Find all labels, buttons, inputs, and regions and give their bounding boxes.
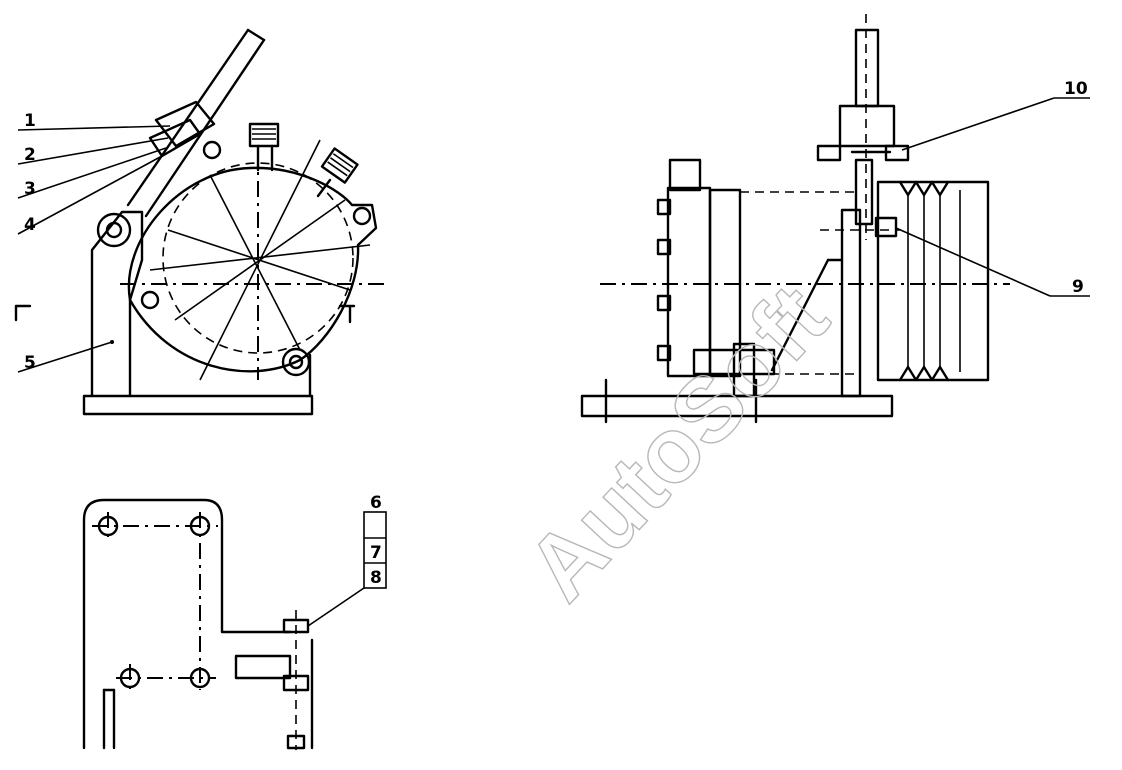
callout-1: 1: [24, 111, 36, 131]
callout-10: 10: [1064, 79, 1088, 99]
front-view: [14, 28, 390, 416]
bracket-side: [840, 208, 862, 398]
side-view: [580, 14, 1090, 424]
terminal-top: [248, 122, 280, 148]
housing-dashed-circle: [162, 162, 354, 354]
callout-stack: [363, 511, 387, 589]
alternator-housing: [127, 166, 378, 373]
callout-6: 6: [370, 493, 382, 513]
watermark: AutoSoft: [508, 266, 847, 620]
base-plate-front: [82, 394, 314, 416]
callout-7: 7: [370, 543, 382, 563]
callout-2: 2: [24, 145, 36, 165]
plan-view: [82, 498, 387, 750]
callout-9: 9: [1072, 277, 1084, 297]
mount-ear-right: [352, 206, 372, 226]
callout-4: 4: [24, 215, 36, 235]
mount-ear-left: [140, 290, 160, 310]
adjusting-rod: [126, 28, 266, 218]
bracket-front: [90, 210, 144, 398]
callout-8: 8: [370, 568, 382, 588]
callout-3: 3: [24, 179, 36, 199]
tension-rod: [816, 14, 910, 240]
pivot-bolt: [96, 212, 132, 248]
callout-5: 5: [24, 353, 36, 373]
pulley: [876, 180, 990, 382]
mount-ear-bottom: [281, 347, 311, 377]
